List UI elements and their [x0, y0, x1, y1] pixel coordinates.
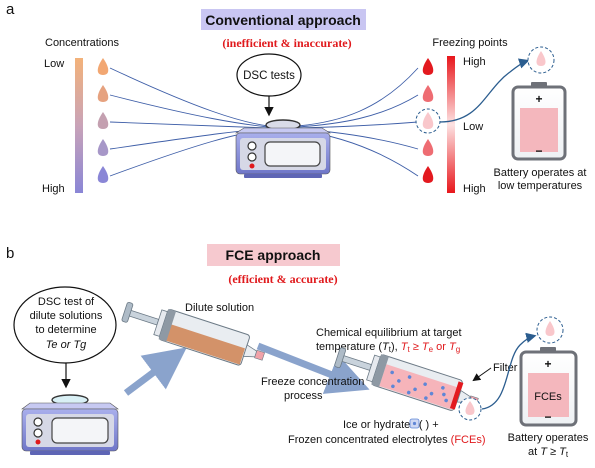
battery-b-minus: − [544, 410, 551, 424]
equilibrium-line-2: temperature (Tt), Tt ≥ Te or Tg [316, 341, 460, 354]
dsc-b-math: Te or Tg [46, 339, 87, 351]
dsc-instrument-a [234, 119, 332, 178]
ice-line-1: Ice or hydrates ( ) + [343, 419, 439, 431]
battery-a [511, 82, 567, 161]
fp-low-label: Low [463, 121, 483, 133]
drop-icon [97, 85, 109, 102]
panel-a-subtitle: (inefficient & inaccurate) [222, 36, 351, 50]
battery-b-caption-1: Battery operates [508, 432, 589, 444]
ice-line-2: Frozen concentrated electrolytes (FCEs) [288, 434, 485, 446]
freeze-label-2: process [284, 390, 323, 402]
battery-a-plus: + [535, 92, 542, 106]
dsc-bubble-text: DSC tests [243, 70, 295, 82]
freezing-gradient-bar [447, 56, 455, 193]
panel-b-label: b [6, 245, 14, 262]
dsc-test-bubble [13, 286, 117, 364]
filter-element [449, 381, 464, 410]
drop-icon [545, 321, 555, 336]
fp-high-bottom-label: High [463, 183, 486, 195]
battery-b [519, 347, 578, 427]
power-led [249, 163, 255, 169]
right-drops [415, 58, 441, 183]
panel-b-banner-text: FCE approach [226, 247, 321, 263]
dsc-instrument-b [21, 394, 119, 455]
drop-icon [422, 112, 434, 129]
dilute-solution-label: Dilute solution [185, 302, 254, 314]
filter-label: Filter [493, 362, 518, 374]
battery-b-plus: + [544, 357, 551, 371]
syringe-dilute [121, 301, 266, 366]
drop-icon [97, 112, 109, 129]
panel-a-banner-text: Conventional approach [205, 12, 361, 28]
power-led [35, 439, 41, 445]
ice-line-2-red: (FCEs) [451, 434, 486, 446]
concentration-gradient-bar [75, 58, 83, 193]
battery-a-minus: − [535, 144, 542, 158]
drop-icon [422, 166, 434, 183]
dsc-b-line3: to determine [35, 324, 96, 336]
arrow-to-syringe [123, 347, 187, 396]
drop-icon [536, 51, 546, 66]
panel-b-banner [207, 244, 340, 266]
panel-b-subtitle: (efficient & accurate) [228, 272, 337, 286]
ice-line-2-black: Frozen concentrated electrolytes [288, 434, 448, 446]
battery-a-caption-2: low temperatures [498, 180, 583, 192]
dsc-b-line1: DSC test of [38, 296, 95, 308]
drop-icon [97, 58, 109, 75]
drop-icon [97, 139, 109, 156]
panel-a-label: a [6, 1, 15, 18]
freezing-points-title: Freezing points [432, 37, 508, 49]
conc-high-label: High [42, 183, 65, 195]
freeze-label-1: Freeze concentration [261, 376, 364, 388]
equilibrium-line-1: Chemical equilibrium at target [316, 327, 462, 339]
drop-icon [422, 139, 434, 156]
filter-pointer [472, 367, 492, 382]
battery-b-caption-2: at T ≥ Tt [528, 446, 569, 459]
drop-icon [465, 401, 475, 415]
left-drops [97, 58, 109, 183]
panel-a-banner [201, 9, 366, 30]
fp-high-top-label: High [463, 56, 486, 68]
link-arrow-a [439, 58, 530, 123]
link-arrow-b [481, 332, 537, 410]
conc-low-label: Low [44, 58, 64, 70]
freeze-arrow [256, 342, 370, 394]
drop-icon [422, 85, 434, 102]
drop-icon [97, 166, 109, 183]
syringe-frozen [334, 347, 479, 411]
concentrations-title: Concentrations [45, 37, 119, 49]
drop-icon [422, 58, 434, 75]
dsc-b-line2: dilute solutions [30, 310, 103, 322]
battery-a-caption-1: Battery operates at [494, 167, 587, 179]
battery-b-fces: FCEs [534, 391, 562, 403]
